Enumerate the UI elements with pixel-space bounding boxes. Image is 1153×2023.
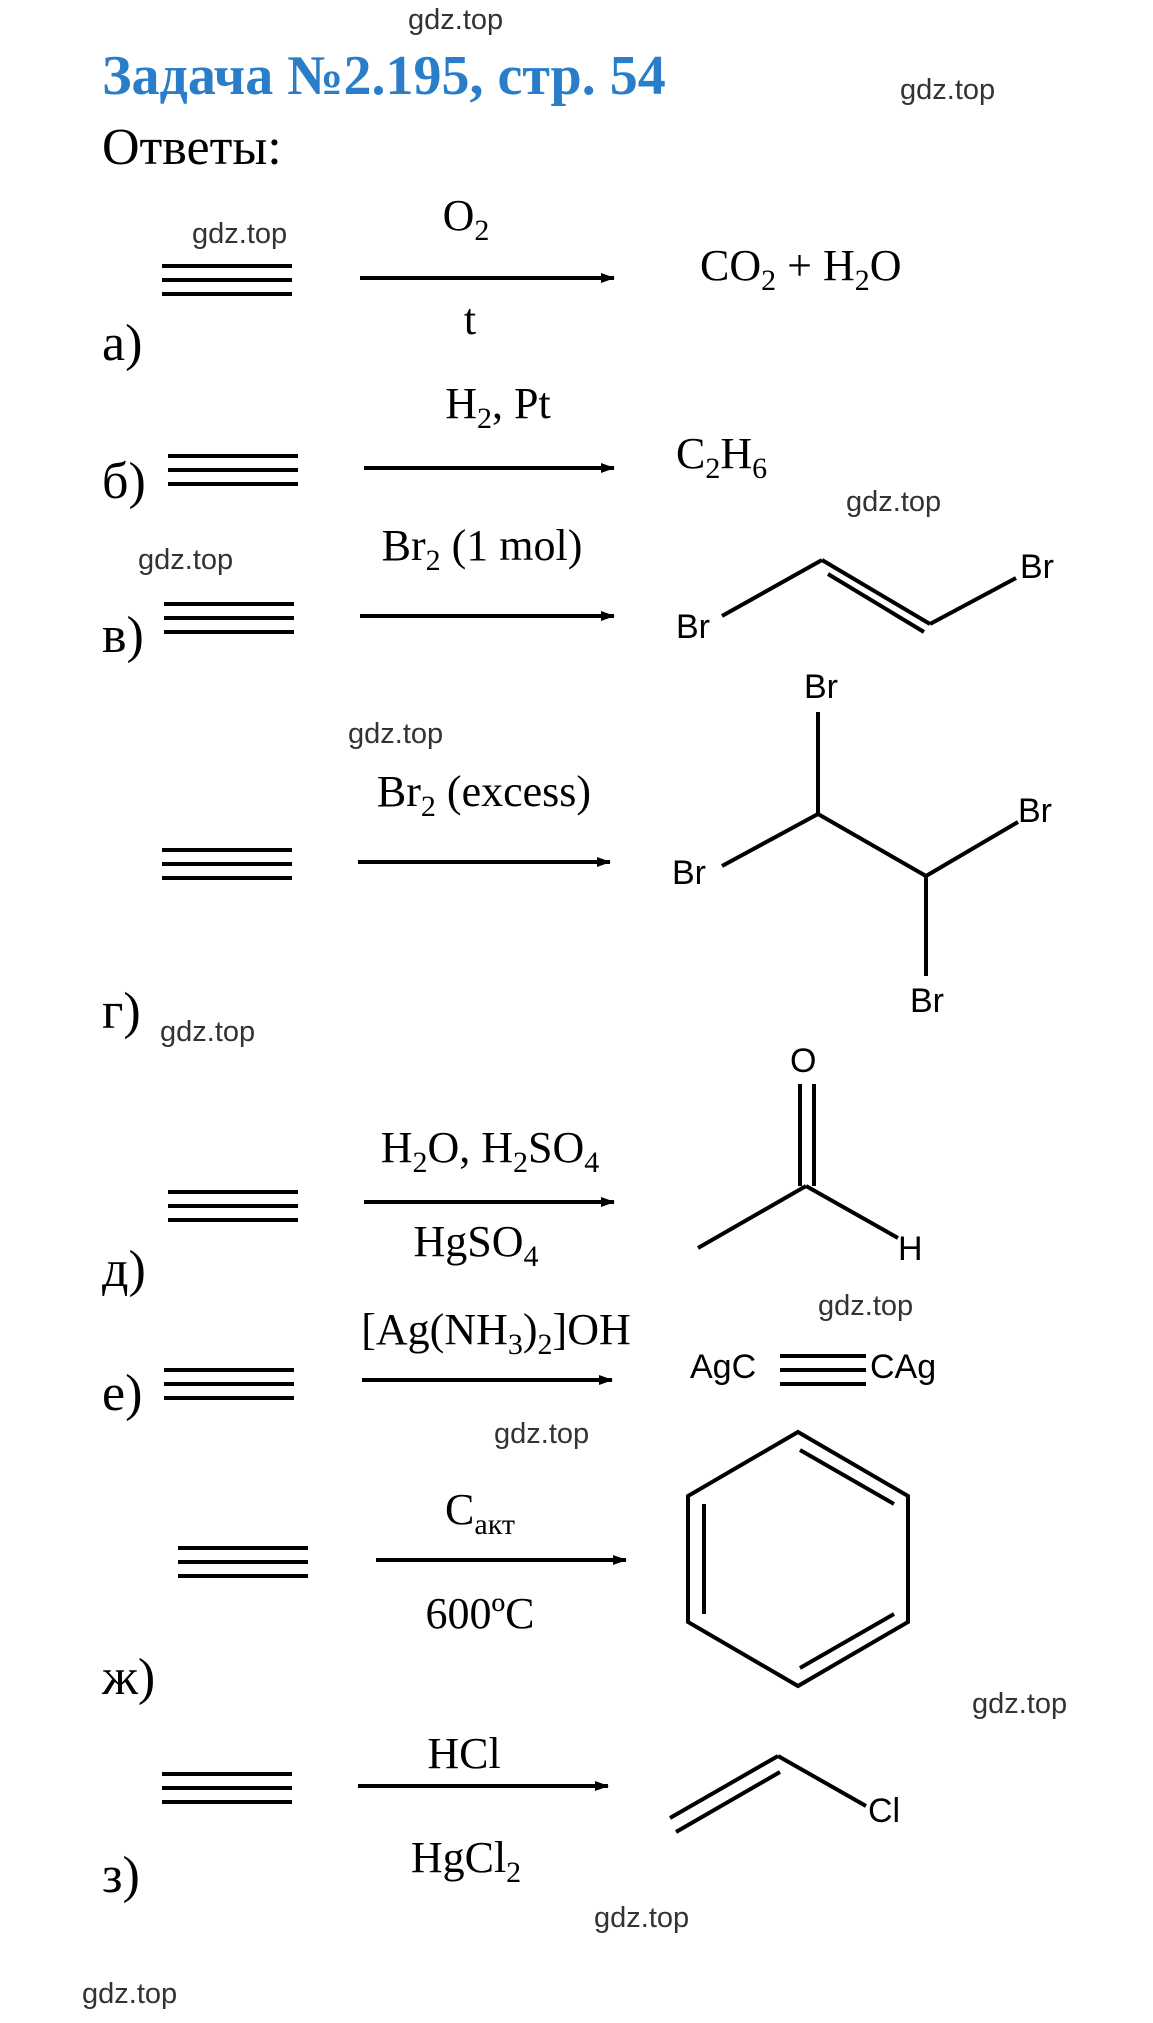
triple-bond-e (164, 1368, 294, 1400)
triple-bond-g (162, 848, 292, 880)
condition-below-z: HgCl2 (410, 1833, 522, 1889)
condition-above-a: O2 (442, 191, 490, 247)
atom-br: Br (672, 854, 706, 892)
triple-bond-a (162, 264, 292, 296)
watermark: gdz.top (594, 1902, 690, 1934)
condition-above-e: [Ag(NH3)2]OH (361, 1305, 631, 1361)
structure-benzene (686, 1429, 910, 1689)
condition-above-d: H2O, H2SO4 (380, 1123, 600, 1179)
triple-bond-d (168, 1190, 298, 1222)
reaction-label-b: б) (102, 453, 146, 510)
reaction-label-v: в) (102, 607, 144, 664)
structure-dibromoethene (721, 558, 1017, 634)
answers-heading: Ответы: (102, 119, 282, 176)
atom-agc: AgC (690, 1348, 757, 1386)
watermark: gdz.top (82, 1978, 178, 2010)
atom-o: O (790, 1042, 817, 1080)
atom-h: H (898, 1230, 923, 1268)
condition-below-a: t (463, 295, 477, 344)
reaction-label-g: г) (102, 983, 141, 1040)
condition-below-d: HgSO4 (413, 1217, 539, 1273)
triple-bond-b (168, 454, 298, 486)
condition-above-b: H2, Pt (445, 379, 551, 435)
structure-acetaldehyde (697, 1084, 899, 1250)
condition-above-z: HCl (427, 1729, 501, 1778)
atom-br: Br (910, 982, 944, 1020)
watermark: gdz.top (494, 1418, 590, 1450)
watermark: gdz.top (408, 4, 504, 36)
page-title: Задача №2.195, стр. 54 (102, 45, 666, 107)
structure-tetrabromoethane (721, 712, 1020, 976)
atom-br: Br (804, 668, 838, 706)
condition-below-zh: 600ºC (425, 1589, 535, 1638)
atom-cl: Cl (868, 1792, 901, 1830)
atom-br: Br (1020, 548, 1054, 586)
condition-above-v: Br2 (1 mol) (381, 521, 583, 577)
product-b: C2H6 (676, 429, 768, 485)
triple-bond-z (162, 1772, 292, 1804)
watermark: gdz.top (900, 74, 996, 106)
structure-silver-acetylide (780, 1354, 866, 1386)
condition-above-zh: Cакт (445, 1485, 515, 1541)
reaction-label-z: з) (102, 1847, 140, 1904)
reaction-label-zh: ж) (102, 1649, 156, 1706)
watermark: gdz.top (348, 718, 444, 750)
product-a: CO2 + H2O (700, 241, 902, 297)
watermark: gdz.top (972, 1688, 1068, 1720)
atom-cag: CAg (870, 1348, 937, 1386)
condition-above-g: Br2 (excess) (376, 767, 592, 823)
watermark: gdz.top (160, 1016, 256, 1048)
watermark: gdz.top (818, 1290, 914, 1322)
watermark: gdz.top (846, 486, 942, 518)
triple-bond-v (164, 602, 294, 634)
reaction-label-d: д) (102, 1241, 146, 1298)
triple-bond-zh (178, 1546, 308, 1578)
reaction-label-a: а) (102, 315, 143, 372)
atom-br: Br (1018, 792, 1052, 830)
reaction-label-e: е) (102, 1365, 143, 1422)
watermark: gdz.top (138, 544, 234, 576)
watermark: gdz.top (192, 218, 288, 250)
structure-vinyl-chloride (669, 1754, 867, 1834)
atom-br: Br (676, 608, 710, 646)
